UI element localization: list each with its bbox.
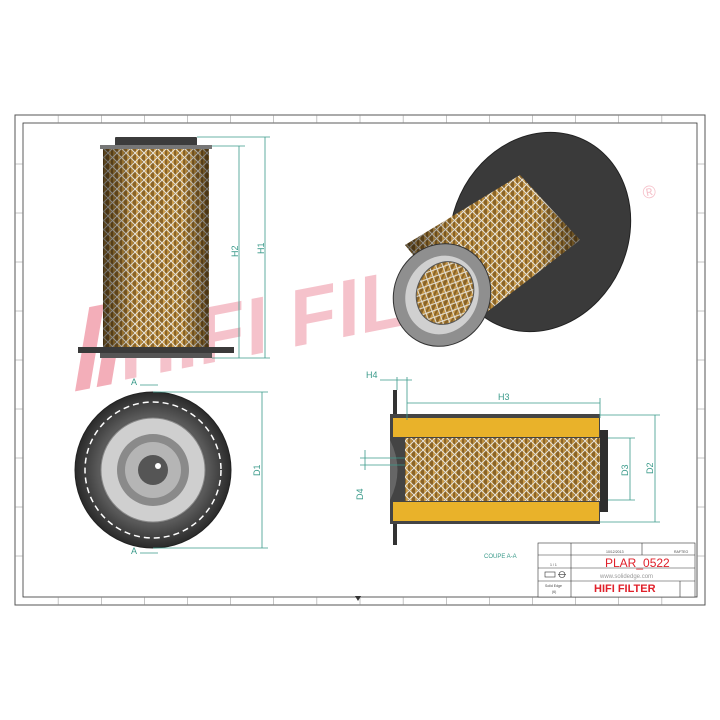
svg-text:D3: D3 bbox=[620, 464, 630, 476]
svg-text:H3: H3 bbox=[498, 392, 510, 402]
svg-text:H4: H4 bbox=[366, 370, 378, 380]
date: 10/12/2013 bbox=[606, 550, 624, 554]
dimension-h4: H4 bbox=[366, 370, 412, 420]
svg-text:®: ® bbox=[641, 181, 658, 203]
dimension-d2: D2 bbox=[600, 414, 660, 523]
website: www.solidedge.com bbox=[599, 574, 653, 580]
isometric-view bbox=[392, 131, 632, 347]
svg-text:D1: D1 bbox=[252, 464, 262, 476]
dimension-d1: D1 bbox=[153, 391, 268, 549]
author: RAFTEO bbox=[674, 550, 688, 554]
svg-text:(6): (6) bbox=[552, 590, 556, 594]
section-view: COUPE A-A bbox=[390, 390, 608, 560]
front-view bbox=[74, 391, 232, 549]
title-block bbox=[537, 542, 696, 598]
svg-text:H1: H1 bbox=[256, 242, 266, 254]
svg-text:A: A bbox=[131, 546, 137, 556]
dimension-d4: D4 bbox=[355, 450, 405, 500]
section-caption: COUPE A-A bbox=[484, 554, 517, 560]
svg-text:D4: D4 bbox=[355, 488, 365, 500]
part-number: PLAR_0522 bbox=[605, 556, 670, 570]
svg-text:H2: H2 bbox=[230, 245, 240, 257]
software: Solid Edge bbox=[545, 584, 562, 588]
dimension-h2: H2 bbox=[212, 145, 245, 358]
brand-name: HIFI FILTER bbox=[594, 583, 656, 595]
scale: 1 / 1 bbox=[550, 563, 557, 567]
dimension-d3: D3 bbox=[608, 437, 635, 501]
svg-text:A: A bbox=[131, 377, 137, 387]
svg-text:D2: D2 bbox=[645, 462, 655, 474]
side-view bbox=[78, 137, 234, 358]
center-mark-icon bbox=[355, 596, 361, 601]
dimension-h1: H1 bbox=[197, 136, 270, 359]
section-line-a: A A bbox=[131, 377, 158, 556]
projection-symbol-icon bbox=[544, 571, 566, 578]
